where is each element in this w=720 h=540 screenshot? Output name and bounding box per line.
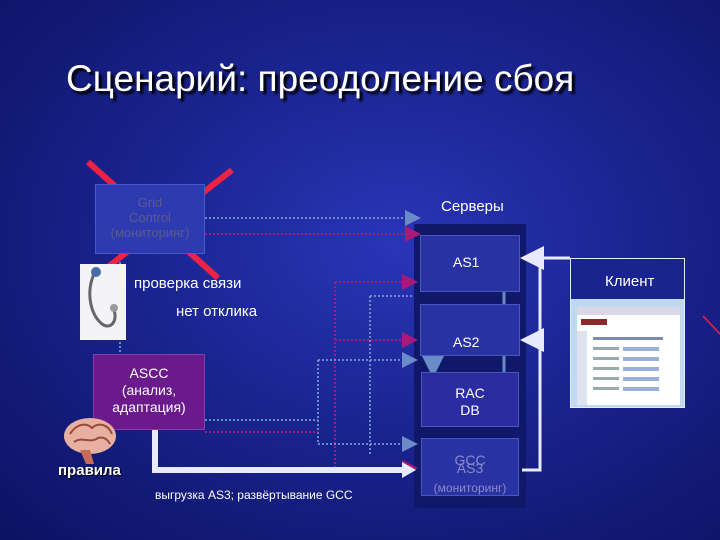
client-box: Клиент [570, 258, 685, 408]
as2-box: AS2 [420, 304, 520, 356]
rac-line2: DB [460, 402, 480, 418]
no-response-label: нет отклика [176, 303, 258, 320]
ascc-line3: адаптация) [112, 399, 186, 415]
grid-control-line1: Grid [137, 195, 163, 210]
rac-line1: RAC [455, 385, 485, 401]
client-feedback-line [522, 256, 570, 472]
client-label: Клиент [605, 273, 655, 290]
rules-label: правила [58, 462, 121, 479]
red-cross-overlay [95, 184, 205, 254]
red-tick-mark [702, 315, 720, 335]
gcc-line2: AS3 [456, 460, 484, 476]
gcc-line3: (мониторинг) [433, 481, 507, 495]
deploy-thick-arrowhead [402, 462, 416, 478]
deploy-thick-path [152, 430, 405, 473]
gcc-line1: GCC [454, 452, 486, 468]
slide-title: Сценарий: преодоление сбоя [66, 58, 575, 99]
as2-label: AS2 [453, 334, 480, 350]
ascc-box: ASCC (анализ, адаптация) [93, 354, 205, 430]
stethoscope-icon [80, 264, 126, 340]
grid-control-line3: (мониторинг) [110, 225, 190, 240]
brain-icon [64, 418, 116, 464]
ascc-line1: ASCC [129, 365, 169, 381]
grid-control-line2: Control [129, 210, 171, 225]
rac-db-box: RAC DB [421, 372, 519, 427]
servers-label: Серверы [441, 198, 504, 215]
as1-label: AS1 [453, 254, 480, 270]
ascc-line2: (анализ, [121, 382, 177, 398]
grid-control-box: Grid Control (мониторинг) [95, 184, 205, 254]
gcc-box: GCC AS3 (мониторинг) [421, 438, 519, 496]
browser-screenshot-icon [577, 307, 680, 405]
action-label: выгрузка AS3; развёртывание GCC [155, 488, 353, 502]
heartbeat-label: проверка связи [134, 275, 242, 292]
as1-box: AS1 [420, 235, 520, 292]
